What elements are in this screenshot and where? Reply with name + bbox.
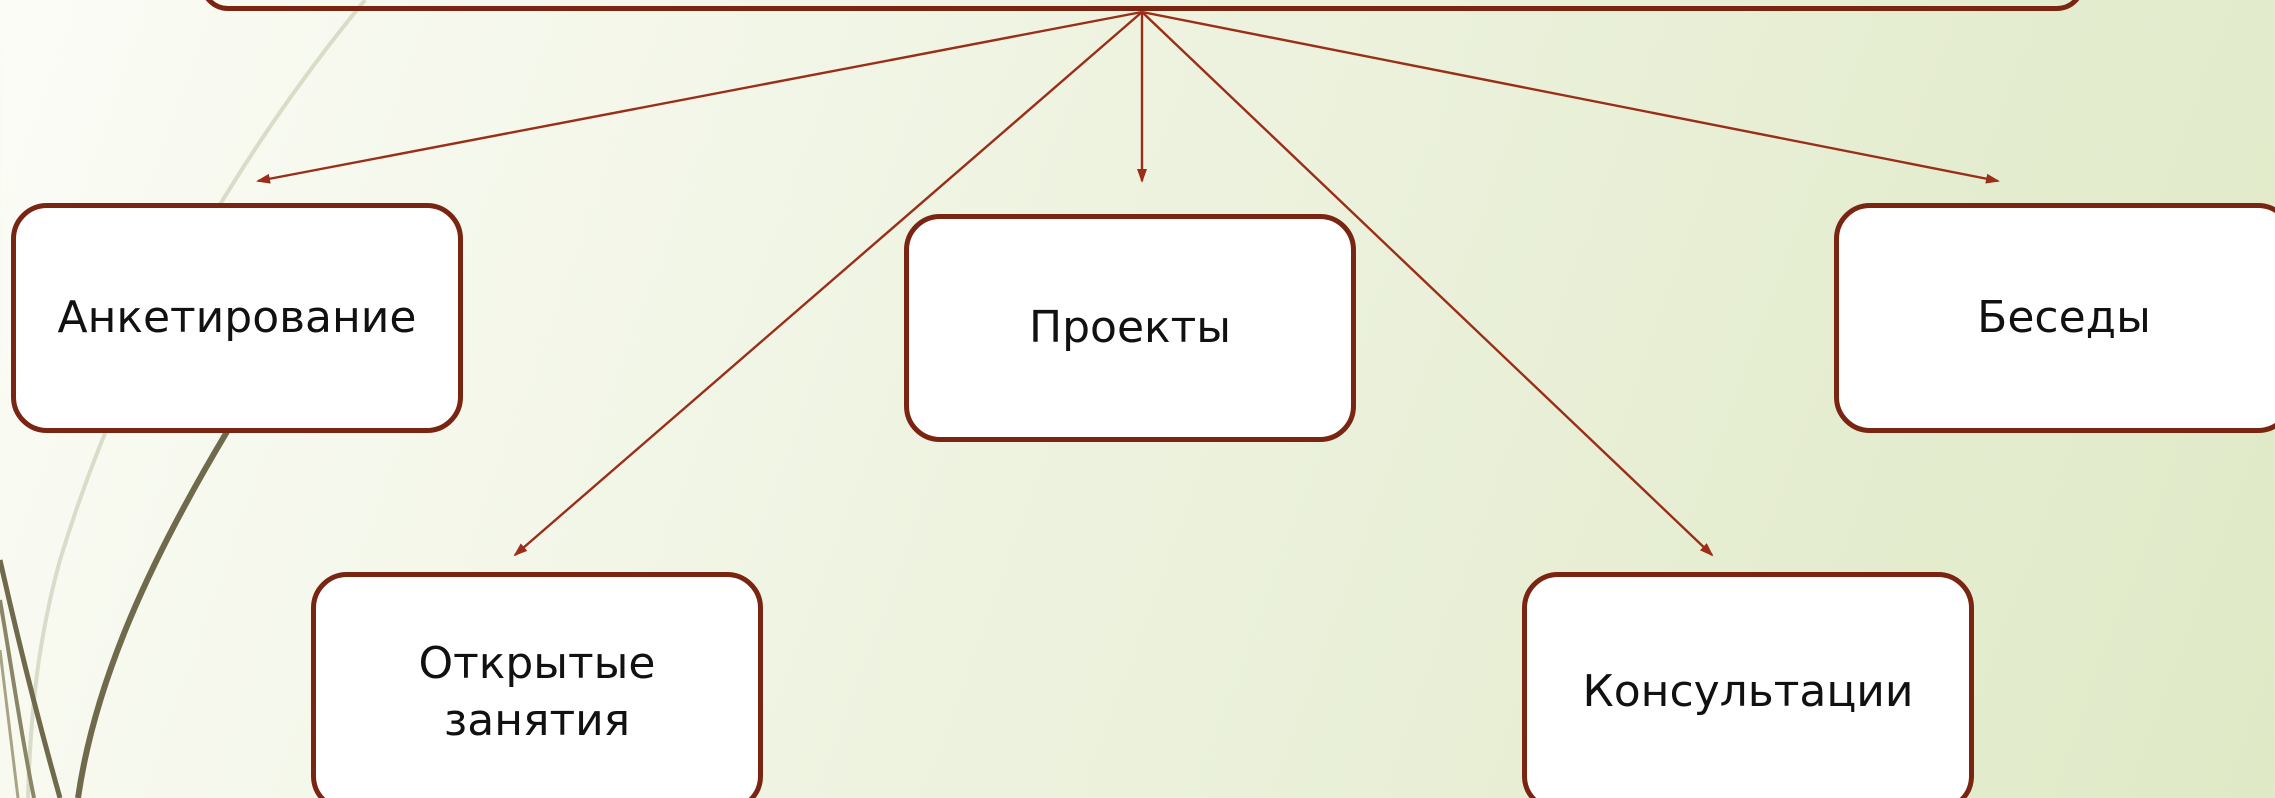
node-consultations: Консультации [1522,572,1974,798]
parent-node-box [200,0,2085,11]
arrow-to-open-lessons [513,11,1143,557]
node-consultations-label: Консультации [1582,666,1914,718]
decor-curve-left-1 [0,559,63,798]
node-talks-label: Беседы [1977,292,2151,344]
node-talks: Беседы [1834,203,2275,433]
arrow-to-consultations [1141,11,1714,557]
node-open-lessons-text: Открытые занятия [419,635,656,749]
decor-curve-left-3 [0,649,20,798]
node-projects-label: Проекты [1029,302,1231,354]
node-projects: Проекты [904,214,1356,442]
decor-curve-dark [75,428,231,798]
node-survey-label: Анкетирование [57,292,417,344]
arrow-to-talks [1141,10,2000,184]
node-open-lessons: Открытые занятия [311,572,763,798]
node-open-lessons-line2: занятия [443,695,631,746]
node-open-lessons-line1: Открытые [418,637,656,689]
node-survey: Анкетирование [11,203,463,433]
arrow-to-survey [256,10,1143,184]
decor-curve-left-2 [0,599,36,798]
